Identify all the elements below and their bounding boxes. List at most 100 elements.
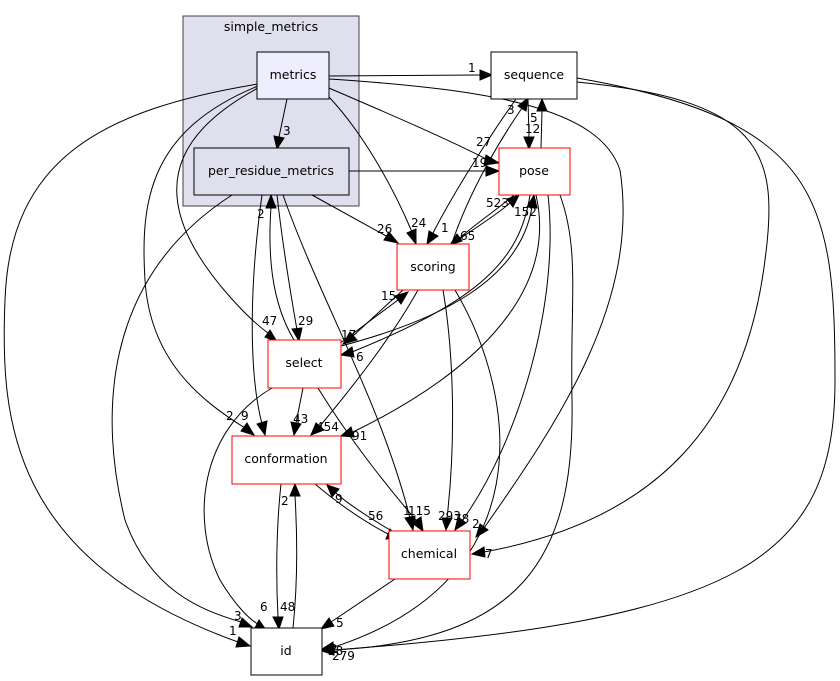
node-conformation[interactable]: conformation [231,435,342,485]
edge-select-per-residue [269,206,295,341]
edge-id-conformation [292,495,298,629]
edge-label[interactable]: 15 [381,289,396,303]
arrowhead [320,644,335,656]
edge-label[interactable]: 523 [486,196,509,210]
edge-label[interactable]: 56 [368,509,383,523]
cluster-label: simple_metrics [224,19,318,34]
node-label: metrics [270,67,317,82]
edge-label[interactable]: 26 [377,222,392,236]
edge-label[interactable]: 48 [280,600,295,614]
edge-scoring-pose [451,202,511,245]
edge-label[interactable]: 5 [530,111,538,125]
edge-pose-id [333,194,574,651]
edge-metrics-sequence [328,74,481,77]
node-metrics[interactable]: metrics [256,51,330,100]
edge-label[interactable]: 2 [226,409,234,423]
edge-select-id [203,387,273,625]
edge-label[interactable]: 9 [335,492,343,506]
edge-pose-select [351,194,531,353]
arrowhead [406,228,417,246]
edge-label[interactable]: 115 [408,504,431,518]
edge-per-residue-conformation [251,194,263,425]
edge-label[interactable]: 2 [472,517,480,531]
edge-label[interactable]: 27 [476,135,491,149]
node-label: scoring [410,259,456,274]
edge-label[interactable]: 1 [468,61,476,75]
arrowhead [441,517,453,532]
edge-label[interactable]: 2 [330,642,338,656]
node-label: conformation [244,451,327,466]
edge-sequence-pose [527,98,530,138]
edge-metrics-scoring [328,96,413,233]
node-chemical[interactable]: chemical [388,530,471,580]
arrowhead [256,420,268,437]
edge-sequence-scoring [432,98,517,234]
edge-label[interactable]: 3 [283,124,291,138]
arrowhead [289,482,301,497]
node-select[interactable]: select [267,339,342,389]
arrowhead [506,194,520,208]
arrowhead [426,230,439,246]
edge-label[interactable]: 454 [316,420,339,434]
arrowhead [526,193,538,209]
arrowhead [454,516,467,532]
edge-metrics-chemical [328,78,624,529]
node-sequence[interactable]: sequence [490,51,578,100]
edge-label[interactable]: 78 [454,512,469,526]
edge-label[interactable]: 6 [260,600,268,614]
edge-scoring-conformation [319,289,419,427]
edge-label[interactable]: 24 [411,216,426,230]
nodes: metrics per_residue_metrics sequence pos… [193,51,578,676]
arrowhead [240,422,256,436]
edge-select-pose [340,206,533,347]
node-scoring[interactable]: scoring [396,243,470,291]
arrowhead [394,291,410,305]
edge-scoring-select [352,289,404,337]
arrowhead [383,231,400,244]
edge-label[interactable]: 2 [257,207,265,221]
edge-label[interactable]: 293 [438,509,461,523]
edge-label[interactable]: 65 [460,229,475,243]
edge-per-residue-select [276,194,298,331]
node-label: per_residue_metrics [208,163,334,178]
edge-label[interactable]: 28 [328,644,343,658]
edge-label[interactable]: 279 [332,649,355,663]
arrowhead [517,96,529,112]
edge-scoring-id [333,289,501,648]
edge-sequence-chemical [483,81,770,553]
node-id[interactable]: id [250,627,323,676]
edge-select-chemical [317,387,417,521]
edge-select-conformation [295,387,304,424]
edge-label[interactable]: 1 [441,221,449,235]
edge-label[interactable]: 5 [336,616,344,630]
arrowhead [523,136,535,151]
edge-conformation-id [276,483,282,618]
edge-label[interactable]: 19 [472,156,487,170]
edge-label[interactable]: 91 [352,429,367,443]
edge-label[interactable]: 152 [514,205,537,219]
node-pose[interactable]: pose [498,147,571,196]
edge-chemical-id [330,578,396,623]
edge-conformation-chemical [314,483,389,535]
edge-label[interactable]: 1 [229,624,237,638]
edge-metrics-pose [328,87,489,161]
node-per-residue-metrics[interactable]: per_residue_metrics [193,147,350,196]
edge-label[interactable]: 2 [281,494,289,508]
node-label: sequence [504,67,565,82]
edge-label[interactable]: 17 [341,328,356,342]
edge-label[interactable]: 3 [507,103,515,117]
node-label: id [280,643,291,658]
edge-metrics-per-residue [278,98,288,138]
edge-label[interactable]: 6 [356,350,364,364]
edge-label[interactable]: 7 [485,547,493,561]
edge-label[interactable]: 12 [525,122,540,136]
edge-label[interactable]: 9 [241,409,249,423]
edge-label[interactable]: 3 [234,609,242,623]
edge-label[interactable]: 1 [403,504,411,518]
edge-label[interactable]: 29 [298,314,313,328]
edge-sequence-id [333,77,836,651]
arrowhead [291,327,303,343]
edge-label[interactable]: 47 [262,314,277,328]
edge-label[interactable]: 43 [293,412,308,426]
